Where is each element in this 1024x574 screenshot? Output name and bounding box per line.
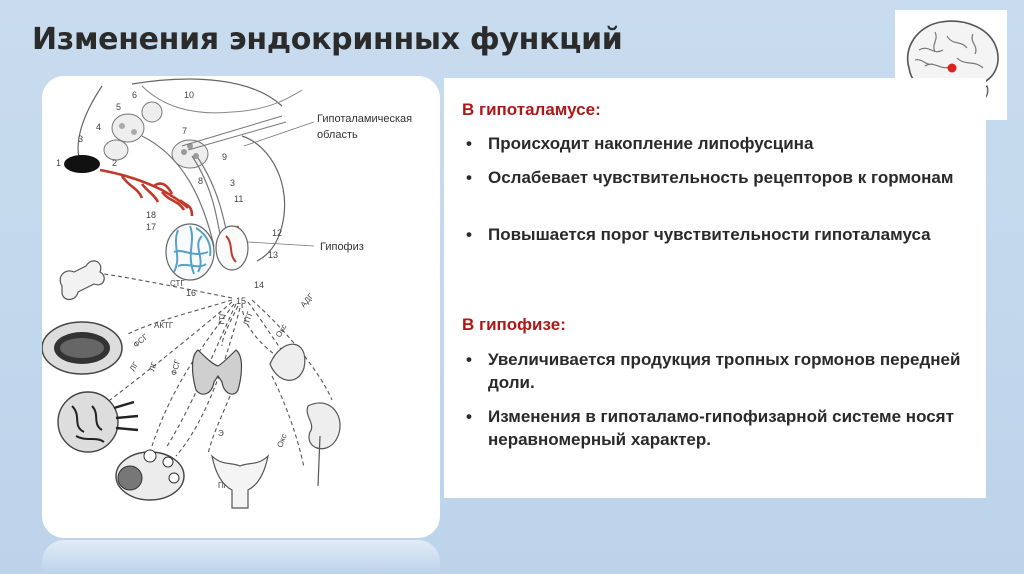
- svg-text:11: 11: [234, 194, 243, 204]
- page-title: Изменения эндокринных функций: [32, 22, 623, 57]
- mammary-icon: [269, 343, 306, 381]
- svg-text:ФСГ: ФСГ: [169, 358, 182, 377]
- svg-text:3: 3: [230, 178, 235, 188]
- optic-chiasm: [64, 155, 100, 173]
- bullet-item: • Происходит накопление липофусцина: [466, 134, 814, 153]
- label-pituitary: Гипофиз: [320, 241, 364, 253]
- svg-text:ЛГ: ЛГ: [128, 360, 141, 373]
- testis-icon: [57, 391, 139, 453]
- svg-text:Пг: Пг: [218, 481, 227, 490]
- section-heading-hypothalamus: В гипоталамусе:: [462, 100, 601, 119]
- ovary-icon: [115, 449, 185, 501]
- label-hypothalamic-2: область: [317, 129, 358, 141]
- svg-text:3: 3: [78, 134, 83, 144]
- svg-text:2: 2: [112, 158, 117, 168]
- svg-text:АДГ: АДГ: [299, 291, 316, 309]
- svg-text:Окс: Окс: [275, 433, 288, 449]
- kidney-icon: [306, 402, 341, 487]
- svg-text:17: 17: [146, 222, 156, 232]
- bullet-item: • Увеличивается продукция тропных гормон…: [466, 350, 961, 392]
- bone-icon: [59, 260, 105, 301]
- endocrine-diagram: 10: [42, 78, 412, 509]
- text-card: [444, 78, 986, 498]
- svg-text:8: 8: [198, 176, 203, 186]
- section-heading-pituitary: В гипофизе:: [462, 315, 566, 334]
- svg-text:СТГ: СТГ: [170, 279, 185, 288]
- diagram-number: 10: [184, 90, 194, 100]
- bullet-item: • Повышается порог чувствительности гипо…: [466, 225, 931, 244]
- bullet-item: • Ослабевает чувствительность рецепторов…: [466, 168, 954, 187]
- svg-text:15: 15: [236, 296, 246, 306]
- adrenal-icon: [42, 321, 123, 375]
- svg-text:Э: Э: [218, 429, 224, 438]
- bullet-item: • Изменения в гипоталамо-гипофизарной си…: [466, 407, 954, 449]
- svg-text:ФСГ: ФСГ: [132, 332, 151, 350]
- portal-vessels: [173, 225, 212, 275]
- svg-text:АКТГ: АКТГ: [154, 321, 174, 330]
- svg-text:4: 4: [96, 122, 101, 132]
- svg-text:ТТГ: ТТГ: [217, 311, 227, 327]
- card-reflection: [42, 540, 440, 574]
- label-hypothalamic-1: Гипоталамическая: [317, 113, 412, 125]
- svg-text:Окс: Окс: [274, 323, 289, 339]
- diagram-card: 10: [42, 76, 440, 538]
- svg-text:1: 1: [56, 158, 61, 168]
- svg-text:16: 16: [186, 288, 196, 298]
- svg-text:9: 9: [222, 152, 227, 162]
- svg-text:ЛТГ: ЛТГ: [241, 309, 255, 326]
- svg-text:ЛГ: ЛГ: [147, 360, 159, 373]
- svg-text:5: 5: [116, 102, 121, 112]
- svg-text:12: 12: [272, 228, 282, 238]
- svg-text:14: 14: [254, 280, 264, 290]
- svg-text:13: 13: [268, 250, 278, 260]
- svg-text:18: 18: [146, 210, 156, 220]
- svg-text:6: 6: [132, 90, 137, 100]
- thyroid-icon: [191, 349, 243, 395]
- uterus-icon: [211, 454, 269, 509]
- svg-text:7: 7: [182, 126, 187, 136]
